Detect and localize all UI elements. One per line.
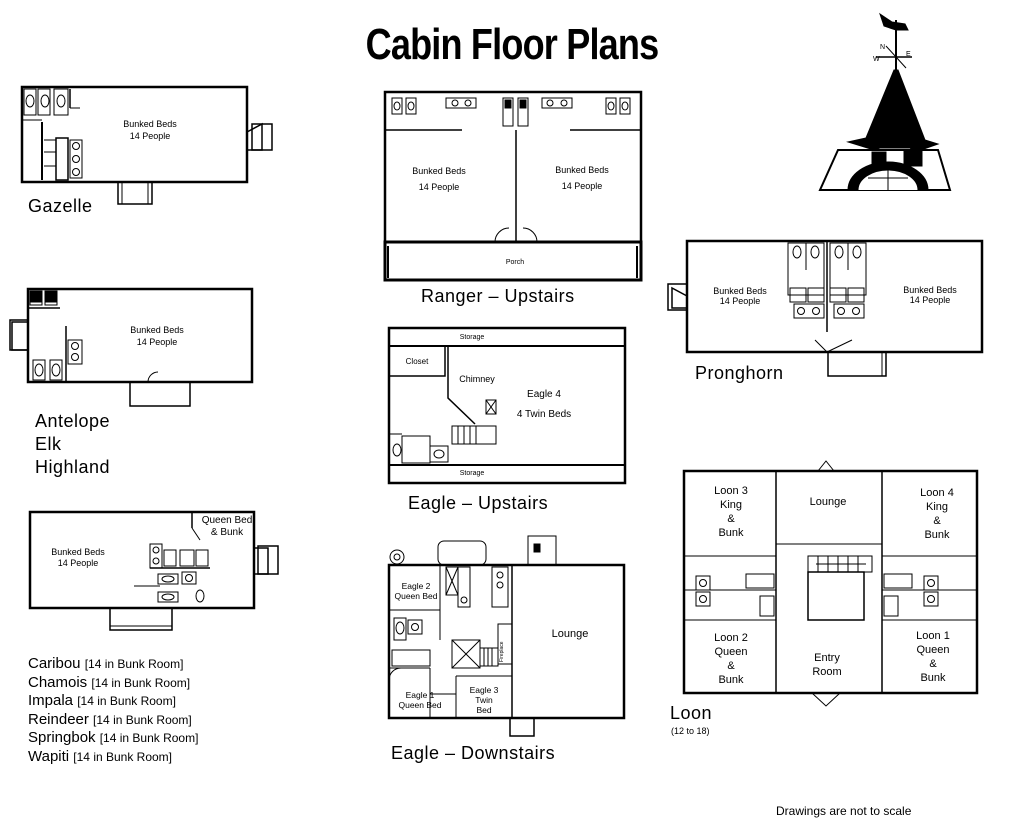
bed-text: Twin: [475, 695, 493, 705]
caribou-floorplan: [28, 510, 279, 631]
eagle-downstairs-floorplan: [387, 535, 626, 737]
pronghorn-floorplan: [667, 239, 984, 377]
eagle-up-chimney: Chimney: [459, 374, 495, 384]
people-text: 14 People: [909, 295, 951, 305]
eagle-up-storage-bottom: Storage: [459, 470, 485, 477]
caribou-queen-label: Queen Bed & Bunk: [200, 515, 254, 539]
room-name: Eagle 2: [401, 581, 431, 591]
page-title: Cabin Floor Plans: [365, 20, 660, 69]
caribou-room-label: Bunked Beds 14 People: [40, 547, 116, 569]
cabin-name: Elk: [35, 434, 62, 454]
fireplace-label: Fireplace: [499, 641, 505, 662]
ranger-label: Ranger – Upstairs: [421, 286, 575, 306]
ranger-left-room: Bunked Beds 14 People: [400, 165, 478, 193]
eagle-2-room: Eagle 2 Queen Bed: [390, 581, 442, 601]
gazelle-room-label: Bunked Beds 14 People: [110, 118, 190, 142]
people-text: 14 People: [129, 131, 171, 141]
loon-capacity: (12 to 18): [671, 726, 710, 736]
eagle-up-closet: Closet: [405, 357, 429, 366]
eagle-up-storage-top: Storage: [459, 334, 485, 341]
eagle-lounge-label: Lounge: [551, 628, 589, 640]
beds-text: Bunked Beds: [123, 119, 177, 129]
bed-text: Queen Bed: [394, 591, 438, 601]
cabin-name: Highland: [35, 457, 111, 477]
people-text: 14 People: [561, 181, 603, 191]
pronghorn-left-room: Bunked Beds 14 People: [702, 286, 778, 306]
bed-text: Bed: [476, 705, 492, 715]
eagle-upstairs-label: Eagle – Upstairs: [408, 493, 549, 513]
ranger-floorplan: [383, 90, 643, 282]
room-name: Eagle 4: [527, 389, 561, 400]
pronghorn-label: Pronghorn: [695, 363, 784, 383]
eagle-1-room: Eagle 1 Queen Bed: [394, 690, 446, 710]
cabin-name-row: Impala [14 in Bunk Room]: [28, 692, 176, 709]
beds-text: Bunked Beds: [713, 286, 767, 296]
beds-text: Bunked Beds: [412, 166, 466, 176]
beds-text: Bunked Beds: [903, 285, 957, 295]
room-name: Eagle 3: [469, 685, 499, 695]
ranger-porch-label: Porch: [505, 259, 525, 266]
eagle-downstairs-label: Eagle – Downstairs: [391, 743, 556, 763]
beds-text: 4 Twin Beds: [516, 409, 572, 420]
compass-n: N: [880, 44, 886, 51]
footnote: Drawings are not to scale: [776, 804, 912, 818]
eagle-3-room: Eagle 3 Twin Bed: [464, 685, 504, 715]
compass-e: E: [906, 51, 911, 58]
weathervane-illustration: [818, 12, 952, 191]
room-name: Eagle 1: [405, 690, 435, 700]
loon-floorplan: [682, 460, 979, 707]
people-text: 14 People: [418, 182, 460, 192]
people-text: 14 People: [719, 296, 761, 306]
gazelle-label: Gazelle: [28, 196, 93, 216]
cabin-name-row: Caribou [14 in Bunk Room]: [28, 655, 184, 672]
antelope-room-label: Bunked Beds 14 People: [117, 324, 197, 348]
queen-text: Queen Bed: [201, 515, 253, 526]
people-text: 14 People: [136, 337, 178, 347]
loon-label: Loon: [670, 703, 713, 723]
pronghorn-right-room: Bunked Beds 14 People: [892, 285, 968, 305]
eagle-up-room: Eagle 4 4 Twin Beds: [514, 385, 574, 425]
people-text: 14 People: [57, 558, 99, 568]
beds-text: Bunked Beds: [51, 547, 105, 557]
caribou-names-list: Caribou [14 in Bunk Room] Chamois [14 in…: [28, 655, 198, 766]
cabin-name-row: Chamois [14 in Bunk Room]: [28, 673, 191, 691]
loon-lounge-label: Lounge: [809, 496, 847, 508]
ranger-right-room: Bunked Beds 14 People: [543, 164, 621, 192]
bed-text: Queen Bed: [398, 700, 442, 710]
cabin-name-row: Reindeer [14 in Bunk Room]: [28, 710, 192, 728]
eagle-upstairs-floorplan: [387, 326, 627, 485]
cabin-name: Antelope: [35, 411, 111, 431]
beds-text: Bunked Beds: [555, 165, 609, 175]
cabin-name-row: Springbok [14 in Bunk Room]: [28, 729, 199, 746]
bunk-text: & Bunk: [210, 527, 244, 538]
antelope-names: Antelope Elk Highland: [35, 410, 110, 479]
gazelle-floorplan: [20, 85, 273, 205]
compass-w: W: [873, 56, 880, 63]
cabin-name-row: Wapiti [14 in Bunk Room]: [28, 747, 173, 765]
beds-text: Bunked Beds: [130, 325, 184, 335]
antelope-floorplan: [9, 287, 254, 407]
